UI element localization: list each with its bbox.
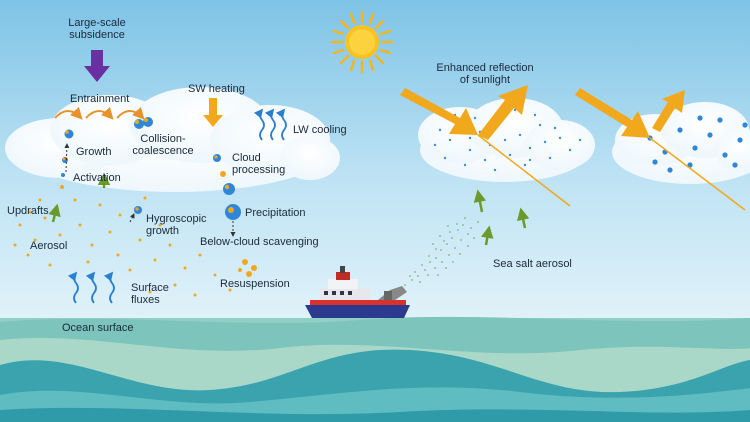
cloud-processing-label: Cloud processing: [232, 152, 286, 176]
updraft-arrows: [48, 172, 530, 246]
collision-coalescence-label: Collision- coalescence: [132, 133, 194, 157]
sw-heating-label: SW heating: [188, 83, 245, 95]
subsidence-arrow-icon: [84, 50, 110, 82]
below-cloud-scavenging-label: Below-cloud scavenging: [200, 236, 319, 248]
aerosol-label: Aerosol: [30, 240, 68, 252]
aerosol-particles: [13, 196, 257, 297]
ocean: [0, 316, 750, 422]
transmitted-sunlight: [477, 134, 746, 211]
enhanced-reflection-label: Enhanced reflection of sunlight: [436, 62, 534, 86]
activation-label: Activation: [73, 172, 121, 184]
entrainment-label: Entrainment: [70, 93, 130, 105]
hygroscopic-droplet: [129, 206, 142, 223]
cloud-droplets: [647, 115, 748, 173]
large-scale-subsidence-label: Large-scale subsidence: [68, 17, 126, 41]
lw-cooling-label: LW cooling: [293, 124, 347, 136]
cloud-droplets: [433, 108, 582, 172]
hygroscopic-growth-label: Hygroscopic growth: [146, 213, 207, 237]
growth-label: Growth: [76, 146, 112, 158]
resuspension-label: Resuspension: [220, 278, 290, 290]
precipitation-droplets: [213, 154, 241, 237]
sw-heating-arrow-icon: [203, 98, 223, 127]
entrainment-arrows: [54, 106, 145, 120]
collision-droplets: [134, 117, 153, 129]
surface-flux-arrows: [67, 271, 115, 304]
surface-fluxes-label: Surface fluxes: [131, 282, 169, 306]
growth-droplets: [60, 129, 74, 189]
ship-icon: [305, 266, 410, 318]
updrafts-label: Updrafts: [7, 205, 49, 217]
sun-icon: [330, 10, 394, 74]
precipitation-label: Precipitation: [245, 207, 306, 219]
sea-salt-aerosol-label: Sea salt aerosol: [493, 258, 572, 270]
sea-spray-plume: [404, 217, 479, 286]
sunlight-arrows: [400, 85, 685, 140]
ocean-surface-label: Ocean surface: [62, 322, 134, 334]
lw-cooling-arrows: [253, 108, 287, 141]
